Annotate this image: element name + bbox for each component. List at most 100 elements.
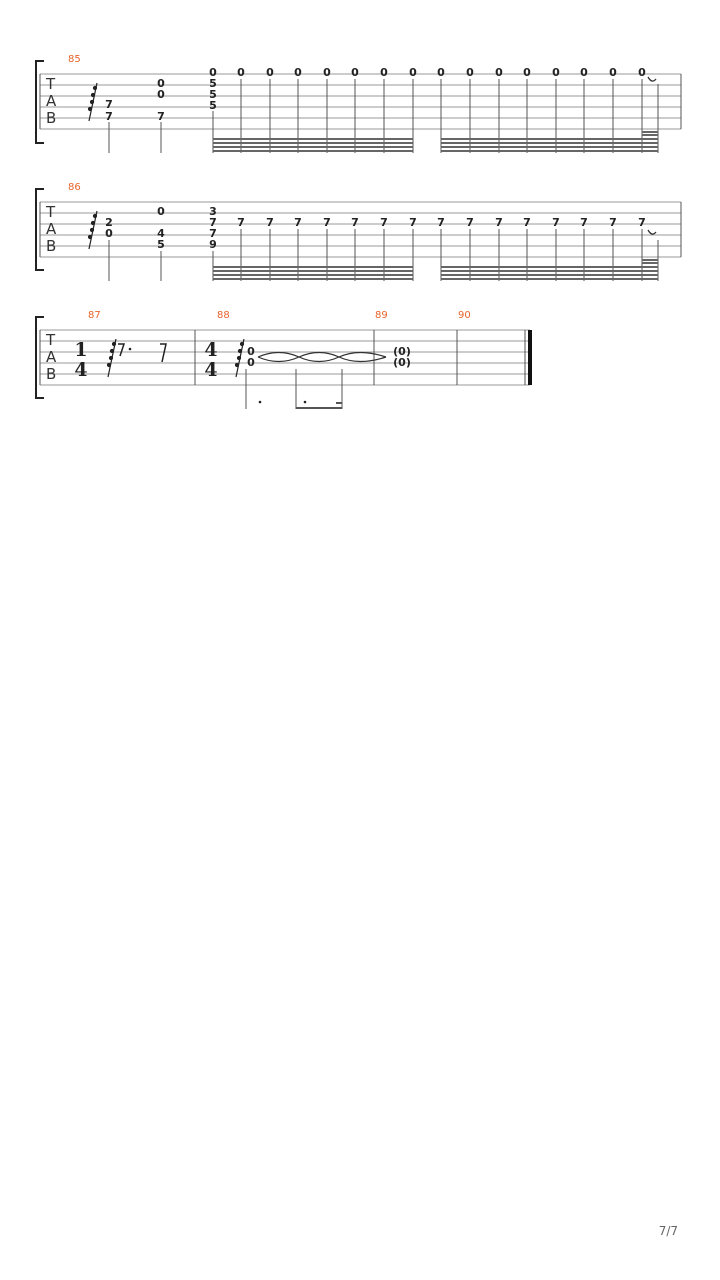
tab-clef-b: B [46, 237, 56, 255]
fret-number: 7 [580, 216, 588, 229]
tab-clef-b: B [46, 365, 56, 383]
fret-number: 0 [351, 66, 359, 79]
time-signature-numerator: 1 [74, 339, 87, 361]
strum-arrow [87, 210, 98, 250]
staff-lines [40, 73, 681, 130]
tab-system-87-90: T A B 87 88 89 90 1 4 4 4 0 0 [35, 310, 532, 409]
fret-number: 0 [580, 66, 588, 79]
fret-number: 3 [209, 205, 217, 218]
fret-number: 2 [105, 216, 113, 229]
fret-number-tied: (0) [393, 345, 411, 358]
note-beam-partial [336, 402, 342, 404]
fret-number: 0 [609, 66, 617, 79]
tab-system-85: T A B 85 7 7 0 0 7 0 5 5 5 0 0 0 0 0 0 [35, 54, 682, 153]
fret-number: 0 [495, 66, 503, 79]
final-barline-thick [528, 330, 532, 385]
measure-number: 86 [68, 182, 81, 193]
fret-number: 7 [266, 216, 274, 229]
fret-number: 0 [237, 66, 245, 79]
page-number: 7/7 [658, 1224, 678, 1238]
time-signature-denominator: 4 [204, 359, 217, 381]
fret-number: 7 [294, 216, 302, 229]
staff-lines [40, 201, 681, 258]
note-beam [296, 407, 342, 409]
tab-clef-t: T [45, 75, 56, 93]
rest-symbol [647, 76, 657, 82]
tab-clef-t: T [45, 331, 56, 349]
fret-number: 0 [157, 205, 165, 218]
fret-number: 7 [209, 216, 217, 229]
measure-number: 87 [88, 310, 101, 321]
fret-number-tied: (0) [393, 356, 411, 369]
fret-number: 9 [209, 238, 217, 251]
fret-number: 0 [157, 77, 165, 90]
fret-number: 7 [105, 98, 113, 111]
tab-clef-a: A [46, 348, 57, 366]
measure-number: 90 [458, 310, 471, 321]
system-bracket [35, 316, 44, 399]
fret-number: 5 [209, 88, 217, 101]
fret-number: 0 [552, 66, 560, 79]
fret-number: 7 [237, 216, 245, 229]
fret-number: 7 [209, 227, 217, 240]
measure-number: 85 [68, 54, 81, 65]
rest-symbol [160, 343, 167, 363]
tab-clef-a: A [46, 92, 57, 110]
rest-symbol [647, 229, 657, 235]
fret-number: 0 [437, 66, 445, 79]
note-stems [212, 229, 659, 281]
fret-number: 0 [105, 227, 113, 240]
fret-number: 7 [380, 216, 388, 229]
fret-number: 0 [323, 66, 331, 79]
fret-number: 0 [266, 66, 274, 79]
rest-dot [128, 347, 132, 351]
tab-system-86: T A B 86 2 0 0 4 5 3 7 7 9 7 7 7 7 7 7 7… [35, 182, 682, 281]
fret-number: 0 [294, 66, 302, 79]
fret-number: 7 [466, 216, 474, 229]
measure-number: 89 [375, 310, 388, 321]
fret-number: 5 [209, 77, 217, 90]
dotted-note [303, 400, 307, 404]
fret-number: 7 [157, 110, 165, 123]
system-bracket [35, 188, 44, 271]
rest-symbol [118, 343, 126, 357]
time-signature-numerator: 4 [204, 339, 217, 361]
vibrato-wave [257, 351, 387, 363]
strum-arrow [234, 338, 245, 378]
tab-clef-t: T [45, 203, 56, 221]
fret-number: 0 [466, 66, 474, 79]
fret-number: 7 [105, 110, 113, 123]
tab-clef-a: A [46, 220, 57, 238]
fret-number: 7 [638, 216, 646, 229]
fret-number: 7 [323, 216, 331, 229]
fret-number: 4 [157, 227, 165, 240]
system-bracket [35, 60, 44, 144]
fret-number: 0 [523, 66, 531, 79]
fret-number: 0 [380, 66, 388, 79]
fret-number: 7 [351, 216, 359, 229]
strum-arrow [106, 338, 117, 378]
fret-number: 5 [209, 99, 217, 112]
fret-number: 7 [609, 216, 617, 229]
fret-number: 0 [209, 66, 217, 79]
fret-number: 7 [552, 216, 560, 229]
tab-clef-b: B [46, 109, 56, 127]
fret-number: 7 [409, 216, 417, 229]
note-beams [213, 259, 658, 280]
fret-number: 7 [495, 216, 503, 229]
measure-number: 88 [217, 310, 230, 321]
fret-number: 0 [157, 88, 165, 101]
fret-number: 0 [409, 66, 417, 79]
fret-number: 5 [157, 238, 165, 251]
note-stems [212, 79, 659, 153]
sixteenth-note-run: 0 0 0 0 0 0 0 0 0 0 0 0 0 0 0 [237, 66, 646, 79]
dotted-note [258, 400, 262, 404]
fret-number: 7 [523, 216, 531, 229]
fret-number: 7 [437, 216, 445, 229]
sixteenth-note-run: 7 7 7 7 7 7 7 7 7 7 7 7 7 7 7 [237, 216, 646, 229]
fret-number: 0 [638, 66, 646, 79]
fret-number: 0 [247, 356, 255, 369]
strum-arrow [87, 82, 98, 122]
note-beams [213, 131, 658, 152]
